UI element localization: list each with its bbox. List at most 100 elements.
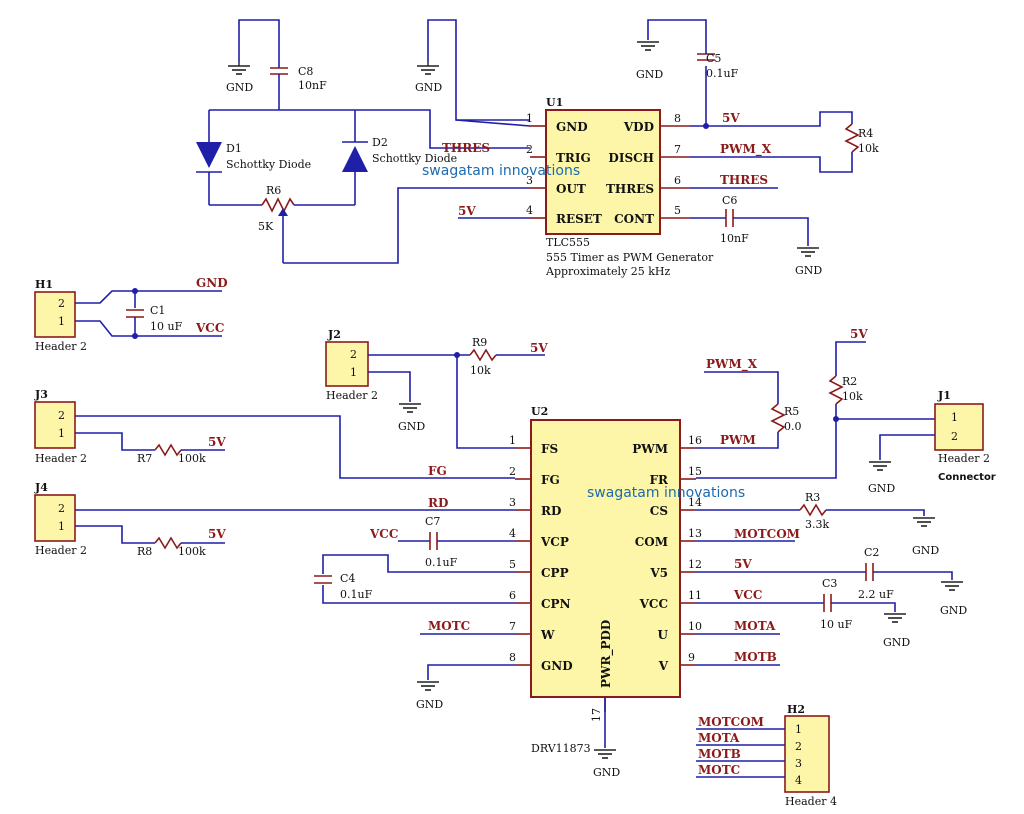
svg-text:2: 2	[58, 409, 65, 422]
u2-pin-number: 3	[509, 496, 516, 509]
svg-text:GND: GND	[636, 68, 663, 81]
u2-pin-name: FR	[650, 473, 670, 487]
header-j3: J3 2 1 Header 2 R7 100k 5V FG	[34, 388, 515, 479]
svg-text:Header 4: Header 4	[785, 795, 837, 808]
svg-text:0.1uF: 0.1uF	[340, 588, 373, 601]
potentiometer-r6: R6 5K	[209, 184, 355, 263]
svg-text:0.1uF: 0.1uF	[706, 67, 739, 80]
u2-pin-name: COM	[635, 535, 668, 549]
svg-text:U1: U1	[546, 96, 563, 109]
svg-text:3.3k: 3.3k	[805, 518, 829, 531]
svg-text:C6: C6	[722, 194, 737, 207]
svg-text:GND: GND	[416, 698, 443, 711]
svg-text:RESET: RESET	[556, 212, 602, 226]
svg-text:VCC: VCC	[195, 321, 224, 335]
svg-text:GND: GND	[868, 482, 895, 495]
u2-pin-number: 6	[509, 589, 516, 602]
svg-text:10k: 10k	[470, 364, 491, 377]
svg-text:PWM_X: PWM_X	[720, 142, 772, 157]
svg-text:5V: 5V	[208, 527, 226, 541]
svg-text:C2: C2	[864, 546, 879, 559]
capacitor-c3: GND VCC C3 10 uF	[696, 577, 910, 649]
resistor-r4: R4 10k	[690, 123, 879, 173]
trig-wire	[355, 109, 530, 149]
svg-text:Approximately 25 kHz: Approximately 25 kHz	[545, 265, 671, 278]
svg-text:R2: R2	[842, 375, 857, 388]
svg-text:100k: 100k	[178, 545, 206, 558]
svg-text:R3: R3	[805, 491, 820, 504]
capacitor-c2: GND 5V C2 2.2 uF	[696, 546, 967, 617]
u2-pin-name: VCC	[639, 597, 668, 611]
capacitor-c5: GND C5 0.1uF	[636, 19, 739, 81]
svg-text:OUT: OUT	[556, 182, 586, 196]
svg-text:0.0: 0.0	[784, 420, 802, 433]
svg-text:2: 2	[58, 297, 65, 310]
svg-text:5V: 5V	[734, 557, 752, 571]
u2-pin-number: 12	[688, 558, 702, 571]
u1-chip	[545, 109, 661, 235]
svg-text:Header 2: Header 2	[326, 389, 378, 402]
svg-text:R7: R7	[137, 452, 152, 465]
svg-text:PWM: PWM	[720, 433, 756, 447]
svg-text:GND: GND	[556, 120, 588, 134]
header-h1: H1 2 1 Header 2 C1 10 uF GND VCC	[34, 276, 228, 353]
u2-pin-number: 8	[509, 651, 516, 664]
svg-text:R4: R4	[858, 127, 873, 140]
u2-pin-name: CPN	[541, 597, 571, 611]
svg-text:5K: 5K	[258, 220, 274, 233]
svg-text:3: 3	[526, 174, 533, 187]
svg-text:2: 2	[951, 430, 958, 443]
u2-pin-name: V	[658, 659, 669, 673]
header-h2: H2 1 2 3 4 Header 4 MOTCOM MOTA MOTB MOT…	[696, 703, 837, 808]
svg-text:MOTB: MOTB	[734, 650, 777, 664]
svg-text:TRIG: TRIG	[556, 151, 591, 165]
svg-text:MOTCOM: MOTCOM	[734, 527, 800, 541]
svg-text:THRES: THRES	[720, 173, 768, 187]
capacitor-c7: VCC C7 0.1uF	[369, 515, 515, 569]
svg-text:Header 2: Header 2	[35, 340, 87, 353]
u2-pin-name: PWM	[632, 442, 668, 456]
svg-text:MOTCOM: MOTCOM	[698, 715, 764, 729]
svg-text:8: 8	[674, 112, 681, 125]
svg-text:GND: GND	[940, 604, 967, 617]
svg-text:0.1uF: 0.1uF	[425, 556, 458, 569]
u2-pin-name: U	[658, 628, 669, 642]
u2-pin-number: 11	[688, 589, 702, 602]
svg-text:DRV11873: DRV11873	[531, 742, 591, 755]
svg-text:Connector: Connector	[938, 472, 996, 483]
svg-text:CONT: CONT	[614, 212, 654, 226]
svg-text:10nF: 10nF	[298, 79, 327, 92]
svg-text:4: 4	[795, 774, 802, 787]
u2-pin-number: 16	[688, 434, 702, 447]
svg-text:R9: R9	[472, 336, 487, 349]
svg-text:3: 3	[795, 757, 802, 770]
svg-text:VCC: VCC	[369, 527, 398, 541]
svg-text:GND: GND	[415, 81, 442, 94]
watermark-top: swagatam innovations	[422, 163, 580, 179]
svg-text:C7: C7	[425, 515, 440, 528]
svg-text:1: 1	[526, 112, 533, 125]
out-wire	[283, 187, 530, 264]
ground-symbol: GND	[226, 19, 280, 94]
u2-pin-number: 13	[688, 527, 702, 540]
svg-text:1: 1	[795, 723, 802, 736]
u2-section: U2 DRV11873	[530, 405, 681, 755]
svg-text:VCC: VCC	[733, 588, 762, 602]
svg-text:555 Timer as PWM Generator: 555 Timer as PWM Generator	[546, 251, 714, 264]
svg-text:FG: FG	[428, 464, 447, 478]
svg-text:C4: C4	[340, 572, 355, 585]
u2-pin-number: 4	[509, 527, 516, 540]
svg-text:10 uF: 10 uF	[820, 618, 853, 631]
capacitor-c8: C8 10nF	[270, 65, 327, 110]
gnd-label: GND	[226, 81, 253, 94]
svg-text:D2: D2	[372, 136, 388, 149]
svg-text:2: 2	[350, 348, 357, 361]
u2-pin-name: CPP	[541, 566, 569, 580]
svg-text:2: 2	[58, 502, 65, 515]
svg-text:1: 1	[58, 520, 65, 533]
u2-pin-name: RD	[541, 504, 561, 518]
svg-text:10k: 10k	[842, 390, 863, 403]
svg-text:Header 2: Header 2	[35, 544, 87, 557]
svg-text:R5: R5	[784, 405, 799, 418]
